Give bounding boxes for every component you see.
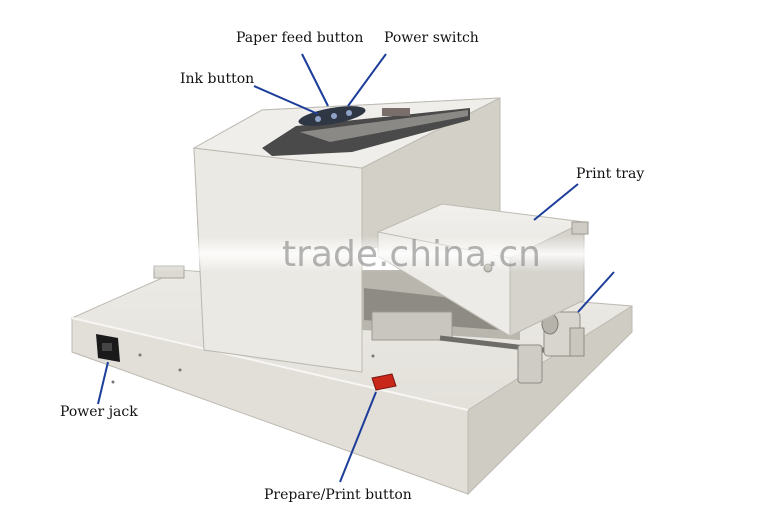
watermark: trade.china.cn xyxy=(282,234,541,275)
label-print-tray: Print tray xyxy=(576,166,645,182)
power-jack xyxy=(96,334,120,362)
label-power-jack: Power jack xyxy=(60,404,138,420)
pointer-power-switch xyxy=(347,53,387,107)
watermark-band xyxy=(0,236,783,272)
pointer-lines xyxy=(97,53,615,483)
pointer-power-jack xyxy=(97,361,109,405)
pointer-ink-button xyxy=(253,85,319,115)
pointer-prepare-print xyxy=(339,391,377,483)
pointer-tray-knob xyxy=(577,271,615,313)
prepare-print-button xyxy=(371,373,397,391)
pointer-paper-feed xyxy=(301,53,329,107)
tray-mechanism xyxy=(362,270,585,384)
label-paper-feed-button: Paper feed button xyxy=(236,30,364,46)
label-prepare-print-button: Prepare/Print button xyxy=(264,487,412,503)
pointer-print-tray xyxy=(533,183,579,221)
label-power-switch: Power switch xyxy=(384,30,479,46)
label-ink-button: Ink button xyxy=(180,71,255,87)
